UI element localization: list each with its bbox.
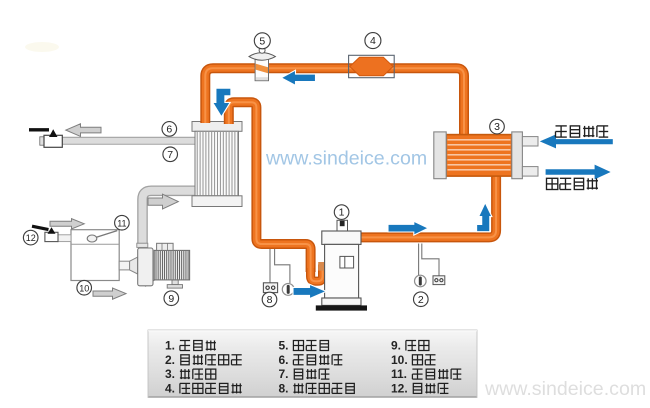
svg-text:6: 6 (166, 124, 172, 136)
svg-text:2.: 2. (165, 353, 175, 367)
svg-text:2: 2 (418, 294, 424, 306)
svg-text:3.: 3. (165, 367, 175, 381)
svg-text:4: 4 (370, 35, 376, 47)
svg-text:www.sindeice.com: www.sindeice.com (265, 148, 427, 170)
svg-text:3: 3 (494, 121, 500, 133)
svg-text:1: 1 (339, 207, 345, 219)
svg-text:11.: 11. (391, 367, 407, 381)
svg-text:10.: 10. (391, 353, 408, 367)
svg-text:12: 12 (26, 233, 36, 243)
svg-text:7: 7 (167, 149, 173, 161)
svg-text:12.: 12. (391, 382, 408, 396)
svg-text:5: 5 (259, 35, 265, 47)
svg-text:9: 9 (168, 293, 174, 305)
svg-text:10: 10 (79, 283, 89, 293)
svg-text:6.: 6. (279, 353, 289, 367)
svg-text:8: 8 (267, 294, 273, 306)
svg-text:www.sindeice.com: www.sindeice.com (484, 378, 646, 400)
svg-text:5.: 5. (279, 339, 289, 353)
svg-text:4.: 4. (165, 382, 175, 396)
svg-text:9.: 9. (391, 339, 401, 353)
svg-text:7.: 7. (279, 367, 289, 381)
svg-text:8.: 8. (279, 382, 289, 396)
svg-text:1.: 1. (165, 339, 175, 353)
svg-text:11: 11 (117, 218, 126, 228)
